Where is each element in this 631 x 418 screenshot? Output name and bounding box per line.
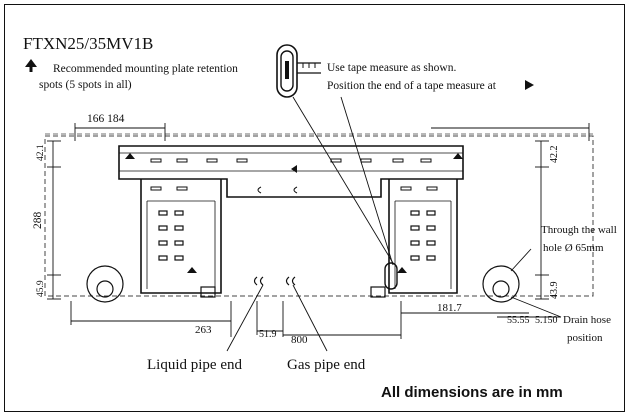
liquid-pipe-label: Liquid pipe end: [147, 357, 242, 373]
retention-legend-line2: spots (5 spots in all): [39, 79, 132, 91]
gas-pipe-label: Gas pipe end: [287, 357, 366, 373]
through-wall-label-2: hole Ø 65mm: [543, 242, 604, 254]
dim-left-small: 42.1: [36, 144, 46, 161]
tape-measure-icon: [276, 44, 321, 98]
mounting-plate-drawing: FTXN25/35MV1B Recommended mounting plate…: [23, 34, 617, 401]
dim-bottom-right2: 5.150: [535, 315, 558, 326]
wall-hole-left: [86, 265, 124, 303]
drain-hose-label-1: Drain hose: [563, 314, 611, 326]
dim-left-bottom: 45.9: [36, 280, 46, 297]
wall-hole-right: [482, 265, 520, 303]
model-title: FTXN25/35MV1B: [23, 34, 153, 53]
right-triangle-icon: [525, 80, 534, 90]
retention-legend-line1: Recommended mounting plate retention: [53, 63, 238, 75]
up-arrow-icon: [25, 59, 37, 72]
mounting-plate: [118, 145, 464, 298]
drain-hose-label-2: position: [567, 332, 603, 344]
tape-legend-line1: Use tape measure as shown.: [327, 62, 456, 74]
unit-outline: [44, 135, 594, 297]
through-wall-label-1: Through the wall: [541, 224, 617, 236]
dim-bottom-1817: 181.7: [437, 302, 462, 314]
diagram-frame: FTXN25/35MV1B Recommended mounting plate…: [4, 4, 625, 412]
dim-top-left: 166 184: [87, 113, 125, 125]
dim-bottom-263: 263: [195, 324, 212, 336]
dim-bottom-800: 800: [291, 334, 308, 346]
tape-legend-line2: Position the end of a tape measure at: [327, 80, 497, 92]
dim-right-bottom: 43.9: [549, 282, 560, 300]
dim-right-top: 42.2: [549, 146, 560, 164]
dim-left-height: 288: [32, 212, 44, 230]
units-note: All dimensions are in mm: [381, 384, 563, 401]
dim-bottom-right: 55.55: [507, 315, 530, 326]
dim-bottom-519: 51.9: [259, 329, 277, 340]
